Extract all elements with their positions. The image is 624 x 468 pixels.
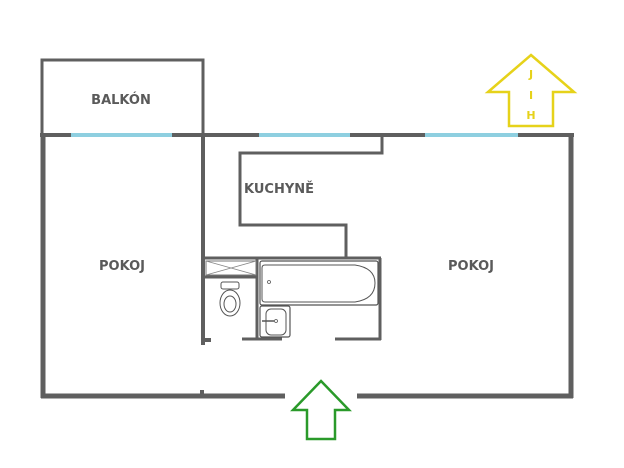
room-right-label: POKOJ (448, 259, 494, 274)
compass-letter-j: J (528, 68, 533, 81)
balcony: BALKÓN (40, 58, 205, 133)
sink-icon (259, 305, 291, 338)
compass-south-arrow-icon: J I H (484, 53, 578, 128)
compass-letter-h: H (526, 109, 535, 122)
entrance-arrow-icon (290, 379, 352, 441)
compass-letter-i: I (529, 89, 533, 102)
toilet-icon (219, 281, 241, 317)
bathtub-icon (259, 260, 379, 306)
balcony-outline (40, 58, 205, 133)
interior-walls (201, 133, 384, 345)
balcony-label: BALKÓN (91, 92, 151, 108)
room-left-label: POKOJ (99, 259, 145, 274)
shower-tray (205, 260, 257, 276)
kitchen-partition (238, 137, 384, 258)
kitchen-label: KUCHYNĚ (244, 181, 314, 197)
